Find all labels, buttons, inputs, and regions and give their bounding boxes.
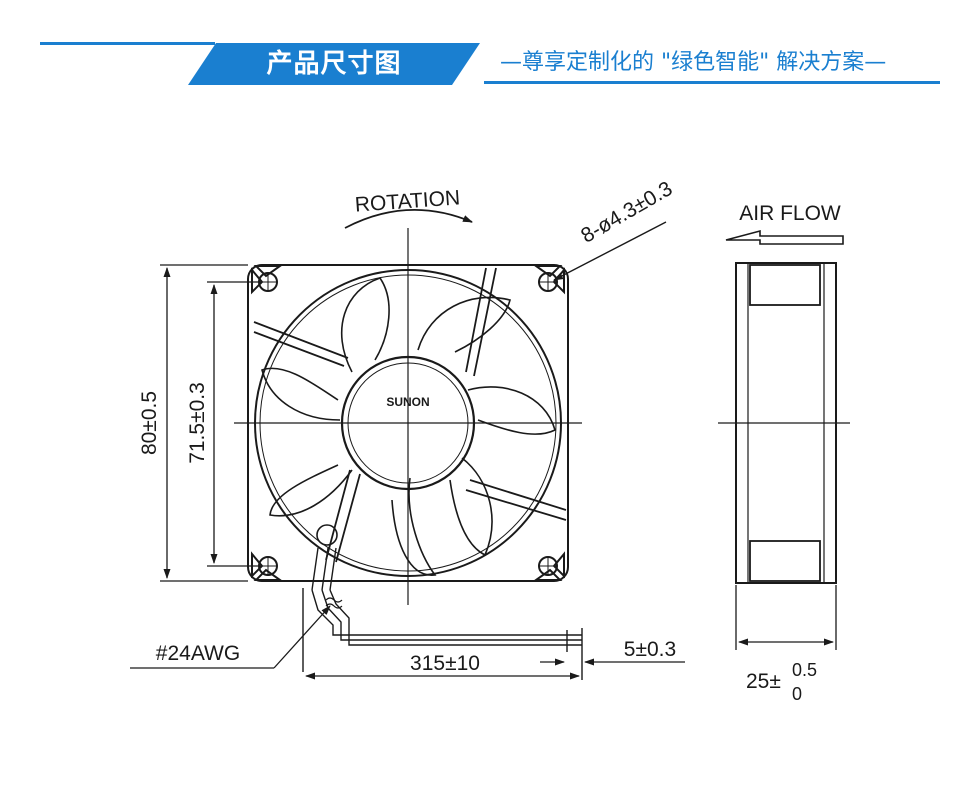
page-subtitle: —尊享定制化的 "绿色智能" 解决方案— <box>500 50 887 75</box>
side-view <box>735 262 837 584</box>
rotation-label: ROTATION <box>354 186 461 216</box>
hole-spec-label: 8-ø4.3±0.3 <box>577 177 676 248</box>
centerlines <box>234 228 850 605</box>
wire-gauge-callout <box>130 605 331 669</box>
header: 产品尺寸图 —尊享定制化的 "绿色智能" 解决方案— <box>0 0 980 110</box>
thickness-base: 25± <box>746 670 781 693</box>
mounting-hole-br <box>532 551 565 581</box>
fan-struts <box>253 267 567 563</box>
strip-length-label: 5±0.3 <box>624 638 676 661</box>
header-line-left <box>40 42 215 45</box>
outer-dimension <box>160 264 248 582</box>
airflow-label: AIR FLOW <box>739 202 841 225</box>
hole-pitch-dimension <box>207 281 258 567</box>
wire-exit-boss <box>316 524 338 546</box>
wire-gauge-label: #24AWG <box>156 642 240 665</box>
hole-spec-callout: 8-ø4.3±0.3 <box>553 177 676 281</box>
header-line-right <box>484 81 940 84</box>
thickness-upper: 0.5 <box>792 660 817 680</box>
title-banner <box>188 43 480 85</box>
airflow-indicator: AIR FLOW <box>725 202 844 245</box>
lead-wires <box>302 588 583 680</box>
side-frame <box>735 262 837 584</box>
thickness-lower: 0 <box>792 684 802 704</box>
side-flange-top <box>749 264 821 306</box>
lead-length-label: 315±10 <box>410 652 480 675</box>
brand-label: SUNON <box>386 395 429 409</box>
wire-channel <box>311 547 337 591</box>
page-title: 产品尺寸图 <box>266 49 402 79</box>
hole-pitch-label: 71.5±0.3 <box>186 382 209 464</box>
mounting-hole-tl <box>251 265 284 295</box>
mounting-hole-tr <box>532 265 565 295</box>
rotation-indicator: ROTATION <box>344 186 473 229</box>
fan-blades <box>261 277 556 576</box>
thickness-dimension <box>735 585 837 650</box>
side-flange-bottom <box>749 540 821 582</box>
mounting-hole-bl <box>251 551 284 581</box>
thickness-label: 25± 0.5 0 <box>746 660 817 704</box>
outer-size-label: 80±0.5 <box>138 391 161 455</box>
title-block: 产品尺寸图 <box>188 43 480 85</box>
